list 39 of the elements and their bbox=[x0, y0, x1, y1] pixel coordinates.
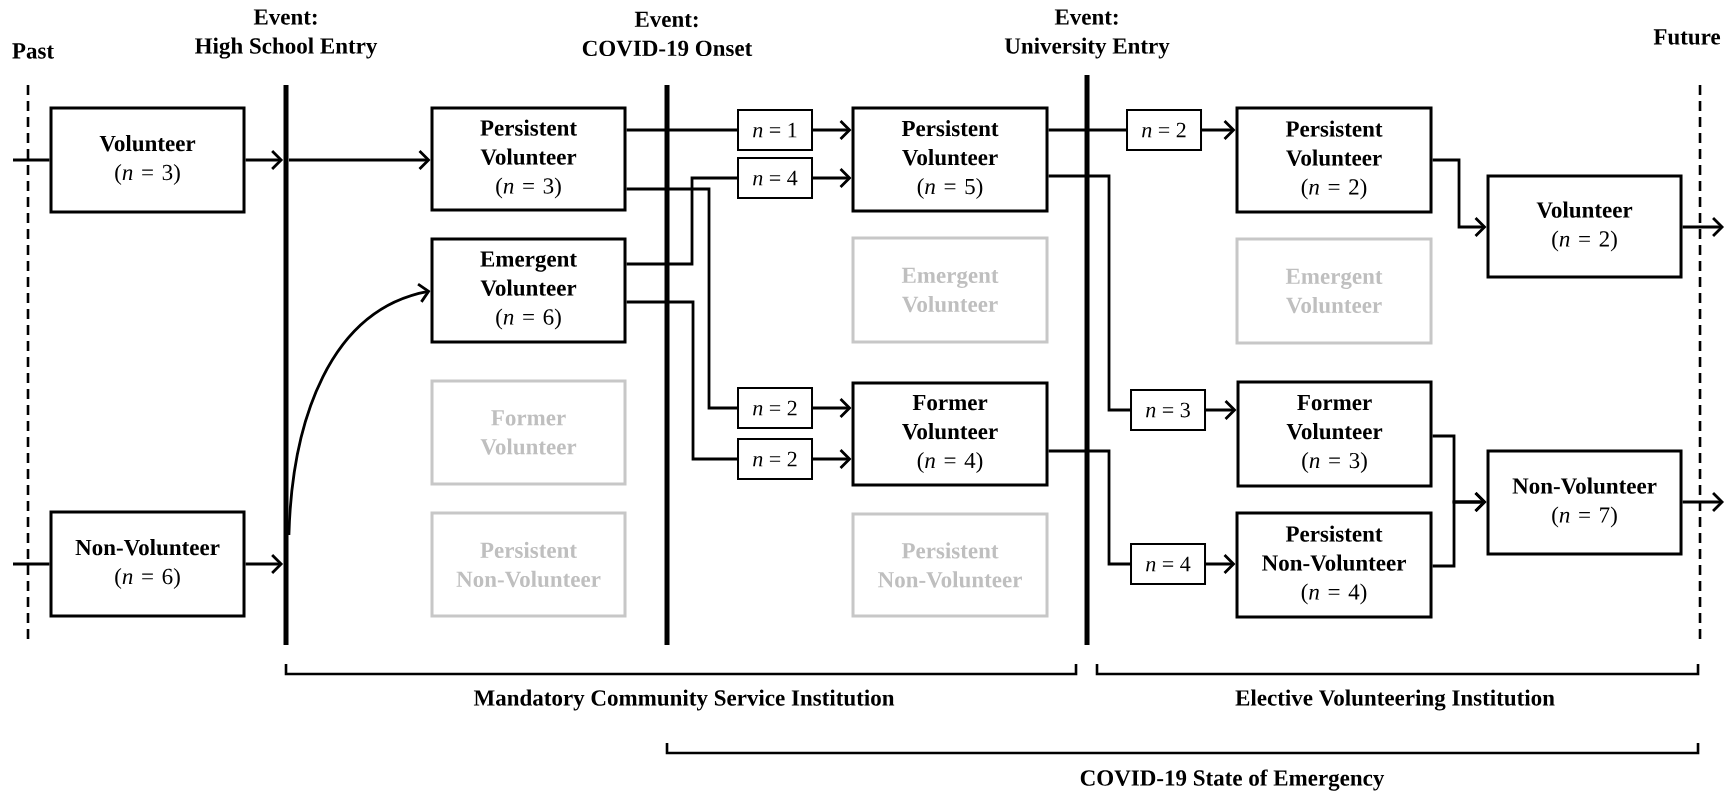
edge-label: n = 4 bbox=[1130, 543, 1206, 585]
state-box: Non-Volunteer (n = 6) bbox=[49, 510, 246, 618]
state-box: Volunteer (n = 3) bbox=[49, 106, 246, 214]
arrow bbox=[1432, 158, 1487, 237]
state-box: Former Volunteer (n = 4) bbox=[851, 381, 1049, 487]
period-label: COVID-19 State of Emergency bbox=[1080, 769, 1385, 791]
event-heading: Event: High School Entry bbox=[195, 9, 378, 59]
state-box: Persistent Non-Volunteer (n = 4) bbox=[1235, 511, 1433, 619]
arrow bbox=[245, 554, 284, 574]
arrow bbox=[287, 283, 431, 536]
arrow bbox=[1682, 492, 1724, 512]
edge-label: n = 3 bbox=[1130, 389, 1206, 431]
inactive-state-box: Former Volunteer bbox=[430, 379, 627, 486]
edge-label: n = 2 bbox=[1126, 109, 1202, 151]
state-box: Persistent Volunteer (n = 3) bbox=[430, 106, 627, 212]
arrow bbox=[1682, 217, 1724, 237]
state-box: Former Volunteer (n = 3) bbox=[1236, 380, 1433, 488]
edge-label: n = 1 bbox=[737, 109, 813, 151]
event-heading: Event: University Entry bbox=[1004, 9, 1170, 59]
timeline-label: Future bbox=[1653, 29, 1721, 45]
edge-label: n = 2 bbox=[737, 438, 813, 480]
state-box: Persistent Volunteer (n = 2) bbox=[1235, 106, 1433, 214]
state-box: Non-Volunteer (n = 7) bbox=[1486, 449, 1683, 556]
inactive-state-box: Persistent Non-Volunteer bbox=[851, 512, 1049, 618]
inactive-state-box: Persistent Non-Volunteer bbox=[430, 511, 627, 618]
arrow bbox=[245, 150, 284, 170]
state-box: Volunteer (n = 2) bbox=[1486, 174, 1683, 279]
state-box: Persistent Volunteer (n = 5) bbox=[851, 106, 1049, 213]
period-label: Mandatory Community Service Institution bbox=[473, 689, 895, 711]
arrow bbox=[288, 150, 431, 170]
edge-label: n = 4 bbox=[737, 157, 813, 199]
inactive-state-box: Emergent Volunteer bbox=[851, 236, 1049, 344]
period-label: Elective Volunteering Institution bbox=[1235, 689, 1555, 711]
state-box: Emergent Volunteer (n = 6) bbox=[430, 237, 627, 344]
event-heading: Event: COVID-19 Onset bbox=[582, 11, 753, 57]
arrow bbox=[1432, 492, 1487, 568]
timeline-label: Past bbox=[12, 43, 54, 59]
edge-label: n = 2 bbox=[737, 387, 813, 429]
inactive-state-box: Emergent Volunteer bbox=[1235, 237, 1433, 345]
